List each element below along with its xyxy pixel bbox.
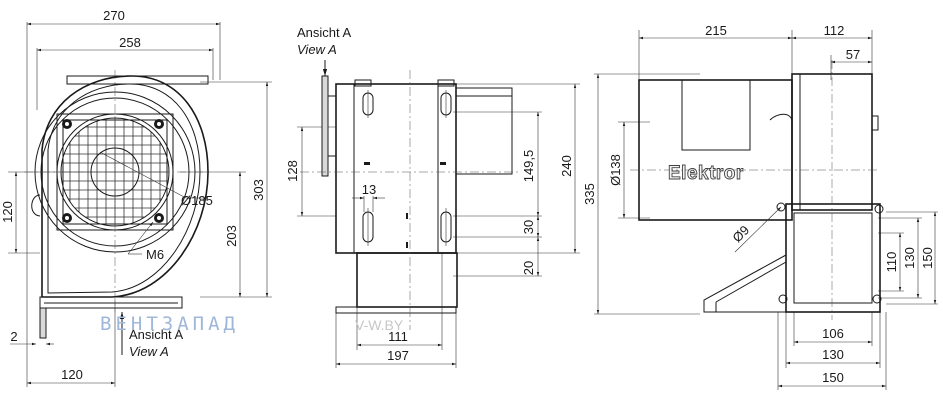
watermark-left: ВЕНТЗАПАД [100, 313, 239, 335]
dim-150-vertical: 150 [920, 247, 935, 269]
dim-height-total: 303 [251, 179, 266, 201]
dim-diameter-185: Ø185 [181, 193, 213, 208]
dim-240: 240 [559, 155, 574, 177]
dim-112: 112 [824, 23, 845, 38]
dim-13: 13 [362, 182, 376, 197]
view-label-en-side: View A [297, 42, 337, 57]
dim-diameter-138: Ø138 [608, 154, 623, 186]
dim-height-203: 203 [224, 225, 239, 247]
dim-215: 215 [705, 23, 727, 38]
rear-view [594, 30, 938, 390]
dim-130-vertical: 130 [902, 247, 917, 269]
view-label-de-front: Ansicht A [129, 327, 184, 342]
dim-111: 111 [388, 329, 408, 344]
dim-197: 197 [387, 348, 409, 363]
dim-30: 30 [521, 220, 536, 234]
dim-diameter-9: Ø9 [729, 222, 752, 245]
dim-128: 128 [285, 160, 300, 182]
dim-57: 57 [846, 47, 860, 62]
dim-thread-m6: M6 [146, 247, 164, 262]
dim-110: 110 [884, 252, 899, 273]
dim-150-horizontal: 150 [822, 370, 844, 385]
dim-335: 335 [582, 183, 597, 205]
dim-130-horizontal: 130 [822, 347, 844, 362]
watermark-right: V-W.BY [355, 317, 404, 333]
view-label-de-side: Ansicht A [297, 25, 352, 40]
side-view [297, 60, 580, 368]
dim-20: 20 [521, 261, 536, 275]
dim-149-5: 149,5 [521, 150, 536, 183]
dim-106: 106 [822, 326, 844, 341]
brand-logo-text: Elektror [668, 163, 744, 184]
view-label-en-front: View A [129, 344, 169, 359]
dim-inner-width: 258 [119, 35, 141, 50]
dim-bottom-120: 120 [61, 367, 83, 382]
dim-foot-2: 2 [10, 329, 17, 344]
screw-hole-icon [62, 119, 164, 223]
dim-left-120: 120 [0, 201, 15, 223]
dim-overall-width: 270 [103, 8, 125, 23]
